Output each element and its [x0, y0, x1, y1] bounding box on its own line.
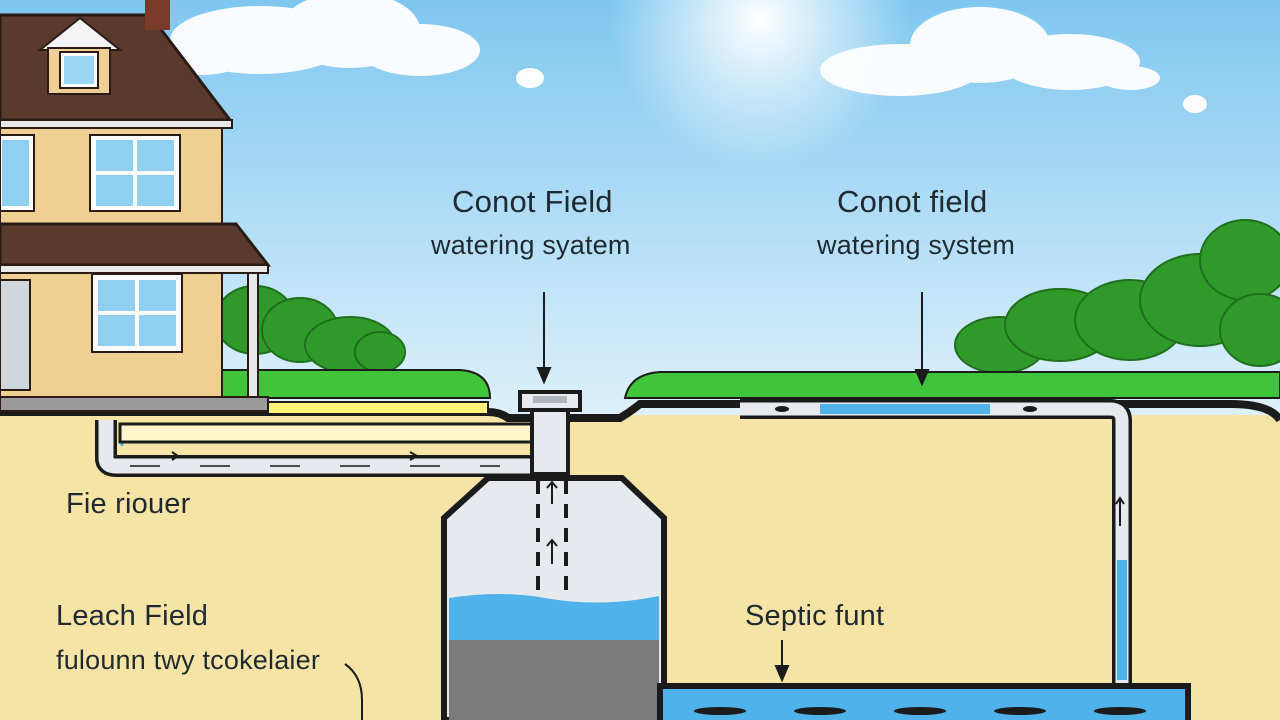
tank-water: [449, 594, 659, 640]
pointer-curve-leach: [344, 663, 363, 720]
flow-arrow: [546, 480, 558, 504]
drain-strip: [267, 401, 489, 415]
fie-riouer-label: Fie riouer: [66, 488, 191, 520]
upper-pipe: [118, 422, 534, 444]
flow-arrow: [546, 538, 558, 564]
septic-label: Septic funt: [745, 600, 885, 632]
pointer-arrow-septic: [774, 640, 790, 683]
leach-field-label: Leach Field: [56, 600, 209, 632]
cloud-puff: [516, 68, 544, 88]
cloud-left: [150, 0, 480, 76]
cloud-puff: [1183, 95, 1207, 113]
right-subtitle: watering system: [817, 230, 1016, 260]
house: [0, 0, 272, 412]
tank-sludge: [449, 640, 659, 720]
flow-arrow: [1115, 496, 1125, 526]
leach-field-subtitle: fulounn twy tcokelaier: [56, 645, 321, 675]
flow-arrow: [395, 451, 420, 461]
sun-glow: [610, 0, 910, 170]
leach-perforations: [694, 707, 1146, 715]
right-title: Conot field: [837, 184, 988, 219]
riser-pipe: [530, 408, 570, 476]
bushes-right: [954, 219, 1280, 374]
grass-right: [623, 371, 1280, 399]
center-subtitle: watering syatem: [431, 230, 631, 260]
flow-arrow: [160, 451, 180, 461]
center-title: Conot Field: [452, 184, 613, 219]
pointer-arrow-right: [914, 292, 930, 387]
cloud-right: [820, 7, 1160, 96]
pointer-arrow-center: [536, 292, 552, 385]
grass-left: [221, 369, 492, 399]
